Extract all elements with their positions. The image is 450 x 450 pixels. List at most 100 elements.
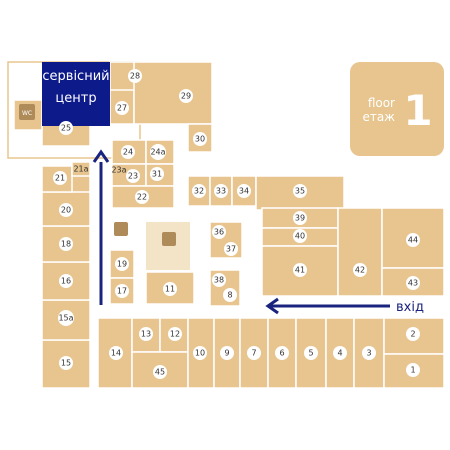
svg-text:10: 10 [195, 349, 205, 358]
floor-label-en: floor [368, 96, 395, 110]
shop-3[interactable] [353, 317, 385, 389]
unit-badge-40: 40 [293, 229, 307, 243]
svg-text:8: 8 [227, 291, 232, 300]
unit-badge-27: 27 [115, 101, 129, 115]
svg-text:23a: 23a [111, 166, 126, 175]
unit-badge-24a: 24a [150, 144, 166, 160]
svg-text:29: 29 [181, 92, 191, 101]
unit-badge-39: 39 [293, 211, 307, 225]
svg-text:15: 15 [61, 359, 71, 368]
svg-text:20: 20 [61, 206, 71, 215]
svg-text:42: 42 [355, 266, 365, 275]
unit-badge-4: 4 [333, 346, 347, 360]
svg-text:37: 37 [226, 245, 236, 254]
svg-text:1: 1 [410, 366, 415, 375]
svg-text:39: 39 [295, 214, 305, 223]
unit-badge-22: 22 [135, 190, 149, 204]
floor-badge [350, 62, 444, 156]
unit-badge-1: 1 [406, 363, 420, 377]
shop-43[interactable] [381, 267, 445, 297]
svg-text:22: 22 [137, 193, 147, 202]
unit-badge-43: 43 [406, 276, 420, 290]
unit-badge-35: 35 [293, 184, 307, 198]
unit-badge-25: 25 [59, 121, 73, 135]
svg-text:43: 43 [408, 279, 418, 288]
unit-badge-31: 31 [150, 167, 164, 181]
unit-badge-3: 3 [362, 346, 376, 360]
svg-text:31: 31 [152, 170, 162, 179]
svg-text:25: 25 [61, 124, 71, 133]
unit-badge-9: 9 [220, 346, 234, 360]
unit-badge-7: 7 [247, 346, 261, 360]
unit-badge-17: 17 [115, 284, 129, 298]
shop-29[interactable] [133, 61, 213, 125]
svg-text:45: 45 [155, 368, 165, 377]
unit-badge-45: 45 [153, 365, 167, 379]
svg-text:18: 18 [61, 240, 71, 249]
service-center-line1: сервісний [42, 69, 109, 84]
svg-text:11: 11 [165, 285, 175, 294]
svg-text:13: 13 [141, 330, 151, 339]
svg-text:16: 16 [61, 277, 71, 286]
unit-badge-32: 32 [192, 184, 206, 198]
unit-badge-20: 20 [59, 203, 73, 217]
unit-labels: 28 29 27 25 30 24 24a 23a 23 31 22 21 21… [53, 69, 420, 379]
svg-text:19: 19 [117, 260, 127, 269]
unit-badge-38: 38 [212, 273, 226, 287]
svg-text:27: 27 [117, 104, 127, 113]
unit-badge-11: 11 [163, 282, 177, 296]
wc-icon [19, 104, 35, 120]
svg-text:38: 38 [214, 276, 224, 285]
entrance-arrow-head [265, 297, 279, 315]
svg-text:40: 40 [295, 232, 305, 241]
wc-label: WC [22, 110, 32, 117]
svg-text:41: 41 [295, 266, 305, 275]
shop-21[interactable] [41, 165, 73, 193]
svg-text:36: 36 [214, 228, 224, 237]
cafe-icon [114, 222, 128, 236]
unit-badge-15: 15 [59, 356, 73, 370]
svg-text:6: 6 [279, 349, 284, 358]
unit-badge-15a: 15a [58, 310, 74, 326]
svg-text:9: 9 [224, 349, 229, 358]
floor-label-ua: етаж [362, 110, 395, 124]
shop-42[interactable] [337, 207, 383, 297]
unit-badge-41: 41 [293, 263, 307, 277]
unit-badge-5: 5 [304, 346, 318, 360]
unit-badge-21: 21 [53, 171, 67, 185]
service-center[interactable] [42, 62, 110, 126]
unit-badge-24: 24 [121, 145, 135, 159]
svg-text:30: 30 [195, 135, 205, 144]
svg-text:24a: 24a [150, 148, 165, 157]
svg-text:32: 32 [194, 187, 204, 196]
entrance-label: вхід [396, 300, 424, 315]
unit-badge-29: 29 [179, 89, 193, 103]
svg-text:3: 3 [366, 349, 371, 358]
svg-text:23: 23 [128, 172, 138, 181]
unit-badge-19: 19 [115, 257, 129, 271]
shop-17[interactable] [109, 277, 135, 305]
unit-badge-12: 12 [168, 327, 182, 341]
unit-badge-30: 30 [193, 132, 207, 146]
unit-badge-37: 37 [224, 242, 238, 256]
unit-badge-34: 34 [237, 184, 251, 198]
shop-20[interactable] [41, 191, 91, 227]
unit-badge-16: 16 [59, 274, 73, 288]
unit-badge-23a: 23a [111, 166, 126, 175]
unit-badge-44: 44 [406, 233, 420, 247]
svg-text:2: 2 [410, 330, 415, 339]
svg-text:33: 33 [216, 187, 226, 196]
shop-21a[interactable] [71, 161, 91, 177]
unit-badge-10: 10 [193, 346, 207, 360]
svg-text:7: 7 [251, 349, 256, 358]
service-center-line2: центр [55, 91, 96, 106]
unit-badge-18: 18 [59, 237, 73, 251]
unit-badge-42: 42 [353, 263, 367, 277]
unit-badge-23: 23 [126, 169, 140, 183]
unit-badge-2: 2 [406, 327, 420, 341]
shop-4[interactable] [325, 317, 355, 389]
route-arrow-vertical-head [92, 149, 110, 163]
unit-badge-36: 36 [212, 225, 226, 239]
svg-text:12: 12 [170, 330, 180, 339]
